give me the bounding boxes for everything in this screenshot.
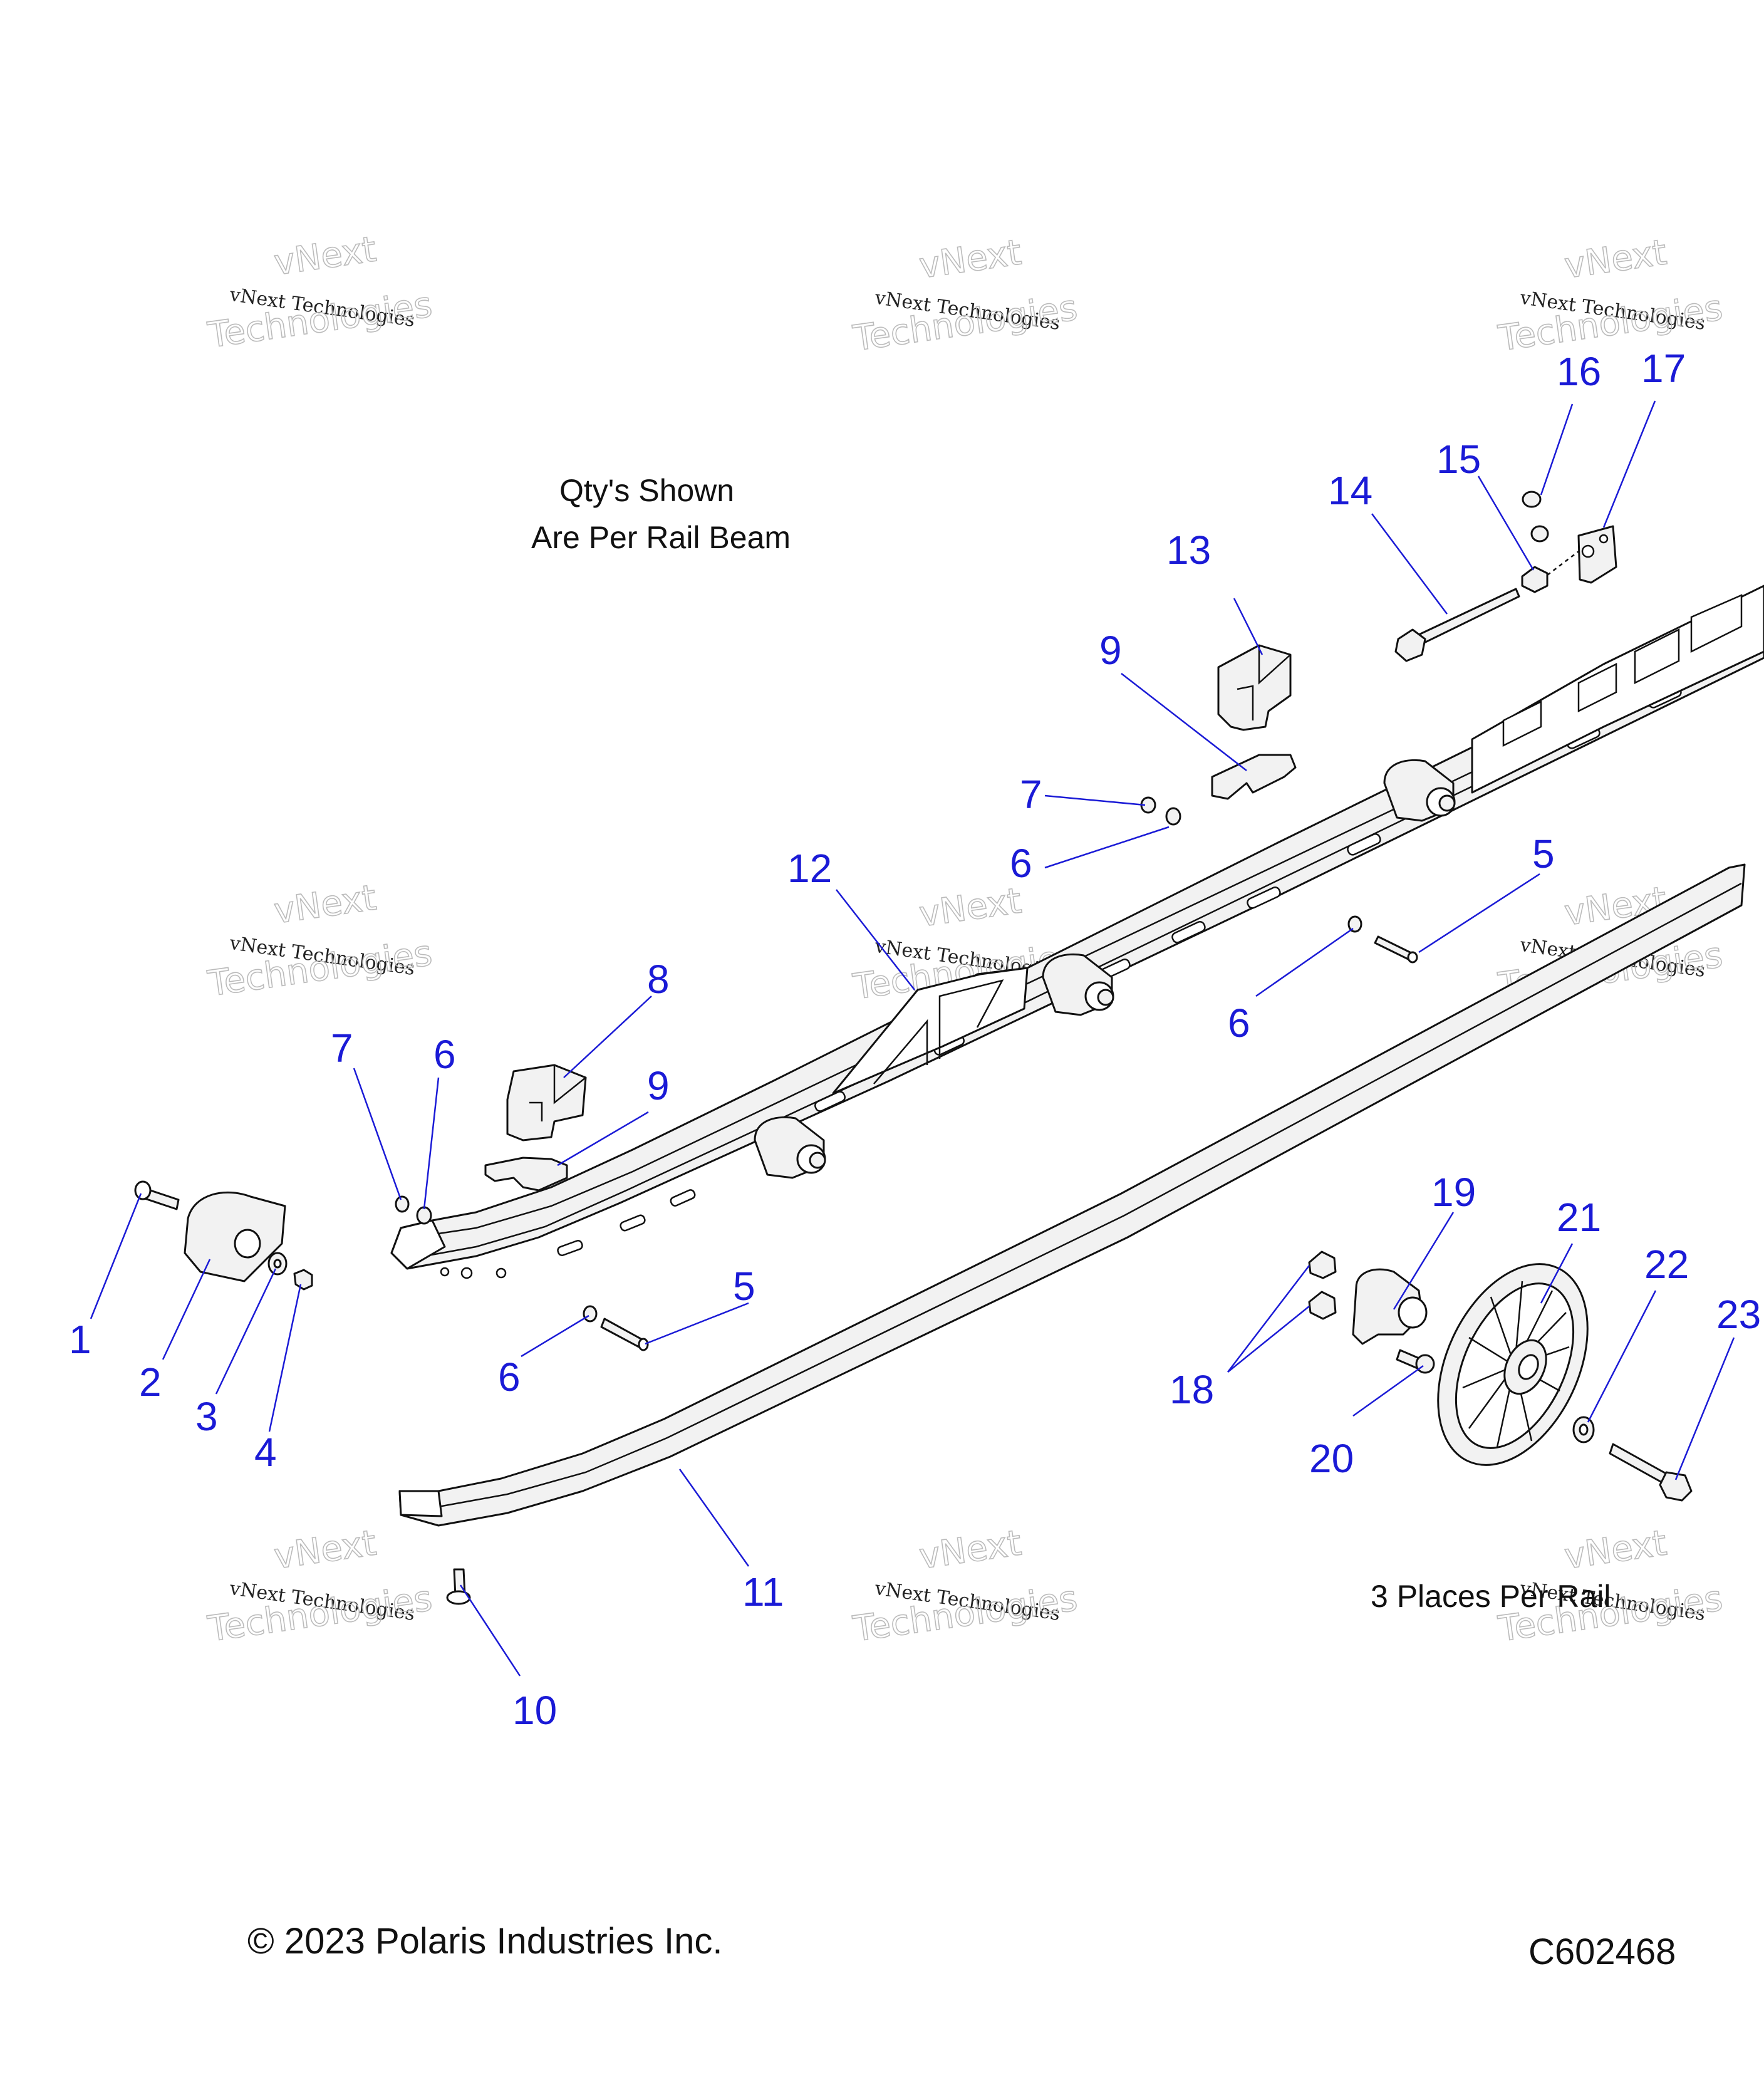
callout-3: 3 <box>195 1394 218 1439</box>
rail-beam <box>390 585 1764 1279</box>
block-8 <box>506 1064 587 1141</box>
callout-5-rear: 5 <box>1532 831 1555 876</box>
callout-12: 12 <box>787 846 832 891</box>
callout-21: 21 <box>1557 1195 1601 1240</box>
svg-text:vNext: vNext <box>272 1522 379 1577</box>
bracket-17 <box>1577 525 1617 584</box>
callout-14: 14 <box>1328 468 1372 513</box>
nut-18 <box>1308 1250 1337 1279</box>
qty-note-line1: Qty's Shown <box>559 473 734 508</box>
clip-9 <box>484 1157 568 1192</box>
bolt-14 <box>1394 588 1520 662</box>
watermark: vNext vNext Technologies Technologies <box>850 1522 1081 1651</box>
callout-10: 10 <box>512 1688 557 1733</box>
diagram-code: C602468 <box>1528 1932 1676 1972</box>
clip-9b <box>1211 754 1297 800</box>
watermark: vNext vNext Technologies Technologies <box>850 232 1081 360</box>
bumper-2 <box>184 1192 286 1282</box>
watermark: vNext vNext Technologies Technologies <box>1495 232 1726 360</box>
svg-text:vNext: vNext <box>1562 1522 1669 1577</box>
callout-15: 15 <box>1436 437 1481 482</box>
places-note: 3 Places Per Rail <box>1371 1579 1611 1614</box>
callout-20: 20 <box>1309 1436 1354 1481</box>
nut-18b <box>1308 1291 1337 1320</box>
callout-8: 8 <box>647 957 670 1002</box>
svg-text:vNext: vNext <box>917 232 1024 286</box>
callout-4: 4 <box>254 1430 277 1475</box>
svg-text:vNext: vNext <box>917 1522 1024 1577</box>
rail-mount <box>754 1116 826 1179</box>
callout-17: 17 <box>1641 346 1686 391</box>
callout-6: 6 <box>498 1354 521 1400</box>
callout-22: 22 <box>1644 1242 1689 1287</box>
callout-7-mid: 7 <box>1020 772 1042 817</box>
callout-5: 5 <box>733 1264 755 1309</box>
wear-strip <box>398 863 1746 1527</box>
rail-mount <box>1383 759 1456 822</box>
watermark: vNext vNext Technologies Technologies <box>205 1522 435 1651</box>
washer-22-hole <box>1579 1423 1589 1436</box>
callout-18: 18 <box>1170 1367 1214 1412</box>
callout-6-mid: 6 <box>1010 841 1032 886</box>
svg-text:vNext: vNext <box>917 880 1024 935</box>
bolt-5 <box>1374 935 1418 964</box>
washer-6c <box>1347 915 1362 933</box>
washer-6b <box>1165 807 1181 826</box>
bolt-5b <box>600 1318 649 1351</box>
callout-11: 11 <box>742 1569 784 1614</box>
bracket-19 <box>1352 1268 1428 1345</box>
qty-note-line2: Are Per Rail Beam <box>531 520 791 555</box>
callout-23: 23 <box>1716 1292 1761 1337</box>
dashed-line <box>1547 551 1579 576</box>
rivet-16 <box>1522 491 1542 508</box>
callouts: 1 2 3 4 5 5 6 6 6 6 7 7 8 9 9 10 11 12 1… <box>69 346 1761 1733</box>
wheel-21 <box>1437 1263 1589 1466</box>
bolt-20 <box>1396 1349 1435 1374</box>
rivet-10 <box>446 1568 471 1605</box>
svg-text:vNext: vNext <box>272 877 379 932</box>
callout-6-front: 6 <box>433 1032 456 1077</box>
copyright: © 2023 Polaris Industries Inc. <box>247 1921 722 1962</box>
nut-4 <box>293 1269 313 1291</box>
callout-7: 7 <box>331 1026 353 1071</box>
bolt-23 <box>1609 1443 1693 1502</box>
callout-6-rear: 6 <box>1228 1001 1250 1046</box>
washer-6 <box>416 1206 432 1225</box>
washer-6d <box>583 1305 598 1323</box>
rail-mount <box>1042 953 1114 1016</box>
callout-16: 16 <box>1557 349 1601 394</box>
watermark: vNext vNext Technologies Technologies <box>205 229 435 357</box>
callout-1: 1 <box>69 1317 91 1362</box>
nut-7 <box>395 1195 410 1213</box>
callout-9-rear: 9 <box>1099 628 1122 673</box>
svg-text:vNext: vNext <box>1562 232 1669 286</box>
leader-lines <box>90 400 1735 1677</box>
callout-2: 2 <box>139 1360 162 1405</box>
watermark: vNext vNext Technologies Technologies <box>205 877 435 1006</box>
block-13 <box>1217 644 1292 731</box>
callout-19: 19 <box>1431 1170 1476 1215</box>
bolt-1 <box>134 1180 180 1210</box>
washer-3-hole <box>273 1259 282 1269</box>
rivet-16b <box>1530 525 1549 543</box>
svg-text:vNext: vNext <box>272 229 379 283</box>
callout-9: 9 <box>647 1063 670 1108</box>
callout-13: 13 <box>1166 528 1211 573</box>
nut-15 <box>1521 566 1549 593</box>
